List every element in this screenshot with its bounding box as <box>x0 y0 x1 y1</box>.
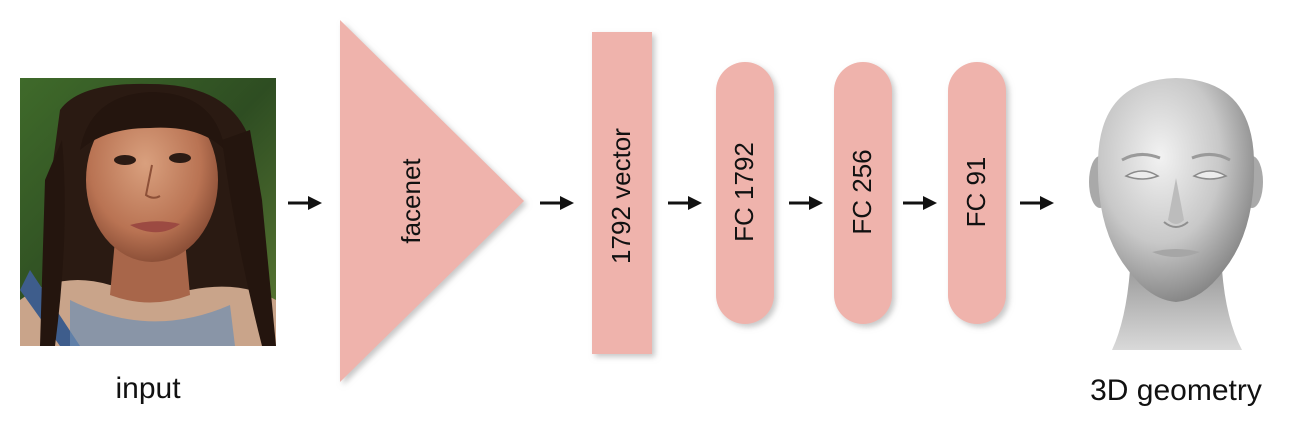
arrow-fc256-to-fc91 <box>903 196 937 210</box>
arrow-input-to-facenet <box>288 196 322 210</box>
arrow-fc91-to-output <box>1020 196 1054 210</box>
fc1792-block: FC 1792 <box>716 62 774 324</box>
vector-label: 1792 vector <box>606 128 636 264</box>
fc91-block: FC 91 <box>948 62 1006 324</box>
arrow-facenet-to-vector <box>540 196 574 210</box>
facenet-block: facenet <box>340 20 524 382</box>
arrow-fc1792-to-fc256 <box>789 196 823 210</box>
fc91-label: FC 91 <box>961 157 991 228</box>
arrow-vector-to-fc1792 <box>668 196 702 210</box>
arrows <box>288 196 1054 210</box>
vector-block: 1792 vector <box>592 32 652 354</box>
output-3d-head <box>1089 78 1263 350</box>
output-label: 3D geometry <box>1090 374 1262 407</box>
fc256-block: FC 256 <box>834 62 892 324</box>
input-photo <box>20 78 276 346</box>
facenet-label: facenet <box>396 158 426 244</box>
fc256-label: FC 256 <box>847 149 877 234</box>
fc1792-label: FC 1792 <box>729 142 759 242</box>
input-label: input <box>115 372 181 405</box>
